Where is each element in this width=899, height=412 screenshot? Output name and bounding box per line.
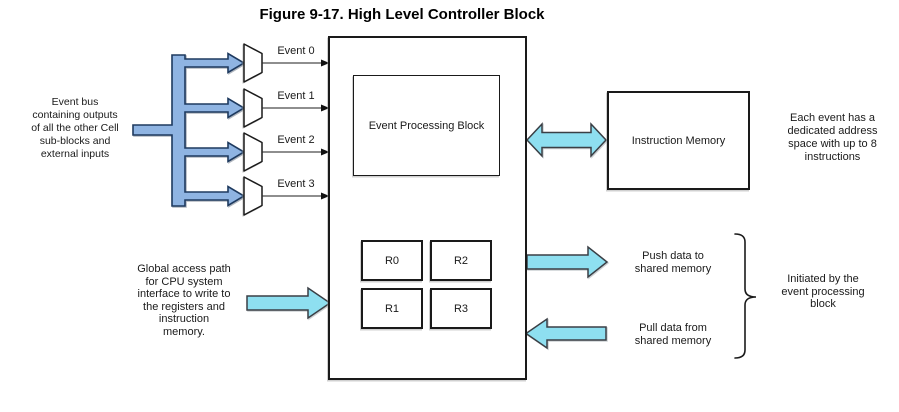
- register-r2-label: R2: [453, 254, 469, 267]
- initiated-by-annotation: Initiated by the event processing block: [781, 273, 865, 310]
- pull-data-arrow: [524, 317, 607, 350]
- event-line-arrowhead-0: [321, 59, 330, 67]
- instruction-memory-bidirectional-arrow: [525, 122, 608, 158]
- register-r2: R2: [430, 240, 492, 281]
- register-r3-label: R3: [453, 302, 469, 315]
- event-processing-block-label: Event Processing Block: [368, 119, 485, 132]
- register-r3: R3: [430, 288, 492, 329]
- push-data-arrow: [526, 245, 609, 279]
- push-data-label: Push data to shared memory: [634, 250, 712, 275]
- event-mux-0: [243, 43, 263, 83]
- pull-data-label: Pull data from shared memory: [634, 322, 712, 347]
- event-mux-2: [243, 132, 263, 172]
- event-bus-arrow: [132, 52, 246, 207]
- event-2-label: Event 2: [277, 134, 315, 146]
- global-access-annotation: Global access path for CPU system interf…: [137, 263, 231, 338]
- register-r1: R1: [361, 288, 423, 329]
- figure-title: Figure 9-17. High Level Controller Block: [259, 6, 545, 23]
- event-processing-block: Event Processing Block: [353, 75, 500, 176]
- event-3-label: Event 3: [277, 178, 315, 190]
- grouping-brace: [734, 233, 757, 359]
- event-mux-1: [243, 88, 263, 128]
- register-r1-label: R1: [384, 302, 400, 315]
- event-mux-3: [243, 176, 263, 216]
- event-line-arrowhead-2: [321, 148, 330, 156]
- instruction-memory-block: Instruction Memory: [607, 91, 750, 190]
- event-line-arrowhead-1: [321, 104, 330, 112]
- event-line-arrowhead-3: [321, 192, 330, 200]
- register-r0-label: R0: [384, 254, 400, 267]
- event-1-label: Event 1: [277, 90, 315, 102]
- global-access-arrow: [246, 286, 332, 320]
- event-bus-annotation: Event bus containing outputs of all the …: [31, 96, 119, 160]
- event-0-label: Event 0: [277, 45, 315, 57]
- register-r0: R0: [361, 240, 423, 281]
- instruction-memory-annotation: Each event has a dedicated address space…: [787, 112, 878, 163]
- instruction-memory-label: Instruction Memory: [631, 134, 726, 147]
